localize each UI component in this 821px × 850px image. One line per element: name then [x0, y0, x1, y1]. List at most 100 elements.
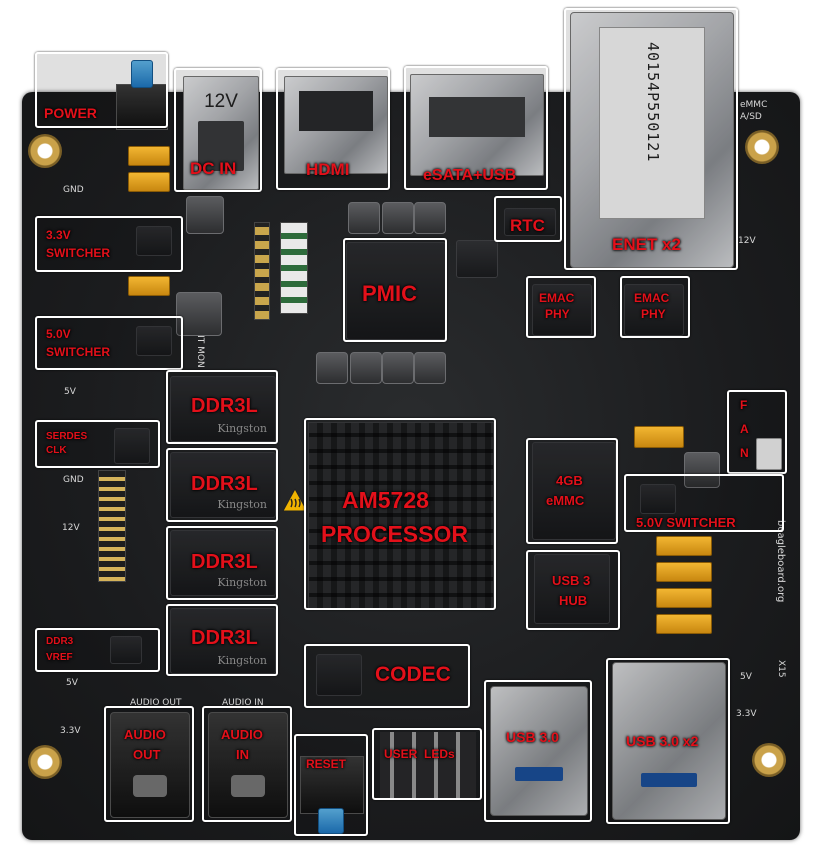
- silk-5v-bottom: 5V: [66, 678, 78, 688]
- label-serdes-line1: SERDES: [46, 431, 88, 442]
- callout-ddr3-vref: [35, 628, 160, 672]
- silk-x15: X15: [776, 660, 786, 678]
- callout-esata-usb: [404, 66, 548, 190]
- label-usb3-hub-line1: USB 3: [552, 573, 591, 588]
- label-emmc-line2: eMMC: [546, 493, 585, 508]
- silk-emmc: eMMC: [740, 100, 768, 110]
- ddr3l-chip-1-brand: Kingston: [217, 422, 267, 435]
- usb30x2-port-tongue: [641, 773, 697, 787]
- tantalum-cap-right-2: [656, 536, 712, 556]
- callout-5v0-switcher: [35, 316, 183, 370]
- switcher-5v0-right-chip: [640, 484, 676, 514]
- callout-pmic: [343, 238, 447, 342]
- switcher-3v3-chip: [136, 226, 172, 256]
- processor-heatsink: [308, 422, 494, 610]
- tantalum-cap-1: [128, 146, 170, 166]
- audio-in-jack: [208, 712, 288, 818]
- label-ddr3l-4: DDR3L: [191, 627, 258, 649]
- label-emac-phy-1-line1: EMAC: [539, 291, 575, 305]
- codec-chip: [316, 654, 362, 696]
- callout-fan: [727, 390, 787, 474]
- label-user-leds: USER LEDs: [384, 747, 455, 761]
- ddr3-vref-chip: [110, 636, 142, 664]
- mounting-hole-bottom-right: [752, 743, 786, 777]
- audio-in-jack-hole: [231, 775, 265, 797]
- label-3v3-line2: SWITCHER: [46, 246, 110, 260]
- label-audio-out-line1: AUDIO: [124, 727, 166, 742]
- tantalum-cap-right-5: [656, 614, 712, 634]
- fan-connector: [756, 438, 782, 470]
- label-5v0-switcher-right: 5.0V SWITCHER: [636, 515, 736, 530]
- tantalum-cap-3: [128, 276, 170, 296]
- audio-out-jack: [110, 712, 190, 818]
- label-hdmi: HDMI: [306, 160, 350, 179]
- mounting-hole-top-left: [28, 134, 62, 168]
- ddr3l-chip-4: Kingston: [170, 608, 276, 674]
- label-fan-a: A: [740, 422, 749, 436]
- rtc-chip: [504, 208, 556, 236]
- label-fan-f: F: [740, 398, 748, 412]
- pmic-inductor-1: [348, 202, 380, 234]
- callout-ddr3l-3: [166, 526, 278, 600]
- callout-enet: [564, 8, 738, 270]
- pmic-inductor-5: [350, 352, 382, 384]
- silk-3v3-right: 3.3V: [736, 709, 757, 719]
- dc-jack: 12V: [183, 76, 259, 190]
- label-5v0-line1: 5.0V: [46, 327, 71, 341]
- ddr3l-chip-3: Kingston: [170, 530, 276, 596]
- label-processor-line2: PROCESSOR: [321, 521, 468, 547]
- label-usb30x2: USB 3.0 x2: [626, 733, 699, 749]
- pmic-inductor-6: [382, 352, 414, 384]
- label-dc-in: DC IN: [190, 159, 237, 178]
- esata-usb-connector: [410, 74, 544, 176]
- silk-12v-right: 12V: [738, 236, 756, 246]
- label-3v3-line1: 3.3V: [46, 228, 71, 242]
- callout-3v3-switcher: [35, 216, 183, 272]
- pmic-inductor-7: [414, 352, 446, 384]
- label-ddr3l-1: DDR3L: [191, 395, 258, 417]
- callout-dc-in: [174, 68, 262, 192]
- user-leds-array: [380, 732, 476, 798]
- emac-phy-chip-2: [624, 284, 684, 336]
- callout-power: [35, 52, 168, 128]
- usb30x2-port: [612, 662, 726, 820]
- label-esata-usb: eSATA+USB: [423, 167, 517, 184]
- emac-phy-chip-1: [532, 284, 592, 336]
- reset-switch-body: [300, 756, 364, 814]
- label-serdes-line2: CLK: [46, 445, 67, 456]
- silk-12v-mid: 12V: [62, 523, 80, 533]
- inductor-1: [186, 196, 224, 234]
- ddr3l-chip-1: Kingston: [170, 376, 276, 442]
- label-usb30: USB 3.0: [506, 729, 559, 745]
- callout-serdes-clk: [35, 420, 160, 468]
- callout-usb30x2: [606, 658, 730, 824]
- dc-jack-marking: 12V: [204, 91, 238, 112]
- power-switch-cap: [131, 60, 153, 88]
- pin-header-left: [98, 470, 126, 582]
- dc-jack-opening: [198, 121, 244, 171]
- ethernet-sticker: 40154P550121: [599, 27, 705, 219]
- label-processor-line1: AM5728: [342, 487, 429, 513]
- power-switch-body: [116, 84, 168, 130]
- callout-audio-in: [202, 706, 292, 822]
- callout-usb30: [484, 680, 592, 822]
- hdmi-opening: [299, 91, 373, 131]
- inductor-right: [684, 452, 720, 488]
- label-ddr3-vref-line1: DDR3: [46, 636, 74, 647]
- pmic-chip: [346, 242, 446, 340]
- shunt-resistors: [280, 222, 308, 314]
- callout-usb3-hub: [526, 550, 620, 630]
- callout-reset: [294, 734, 368, 836]
- silk-brand: beagleboard.org: [775, 520, 786, 603]
- tantalum-cap-2: [128, 172, 170, 192]
- silk-audio-out: AUDIO OUT: [130, 698, 182, 708]
- label-power: POWER: [44, 105, 97, 121]
- tantalum-cap-right-3: [656, 562, 712, 582]
- usb30-port-tongue: [515, 767, 563, 781]
- silk-gnd-top: GND: [63, 185, 84, 195]
- ddr3l-chip-4-brand: Kingston: [217, 654, 267, 667]
- ethernet-jack: 40154P550121: [570, 12, 734, 268]
- ddr3l-chip-2-brand: Kingston: [217, 498, 267, 511]
- label-usb3-hub-line2: HUB: [559, 593, 588, 608]
